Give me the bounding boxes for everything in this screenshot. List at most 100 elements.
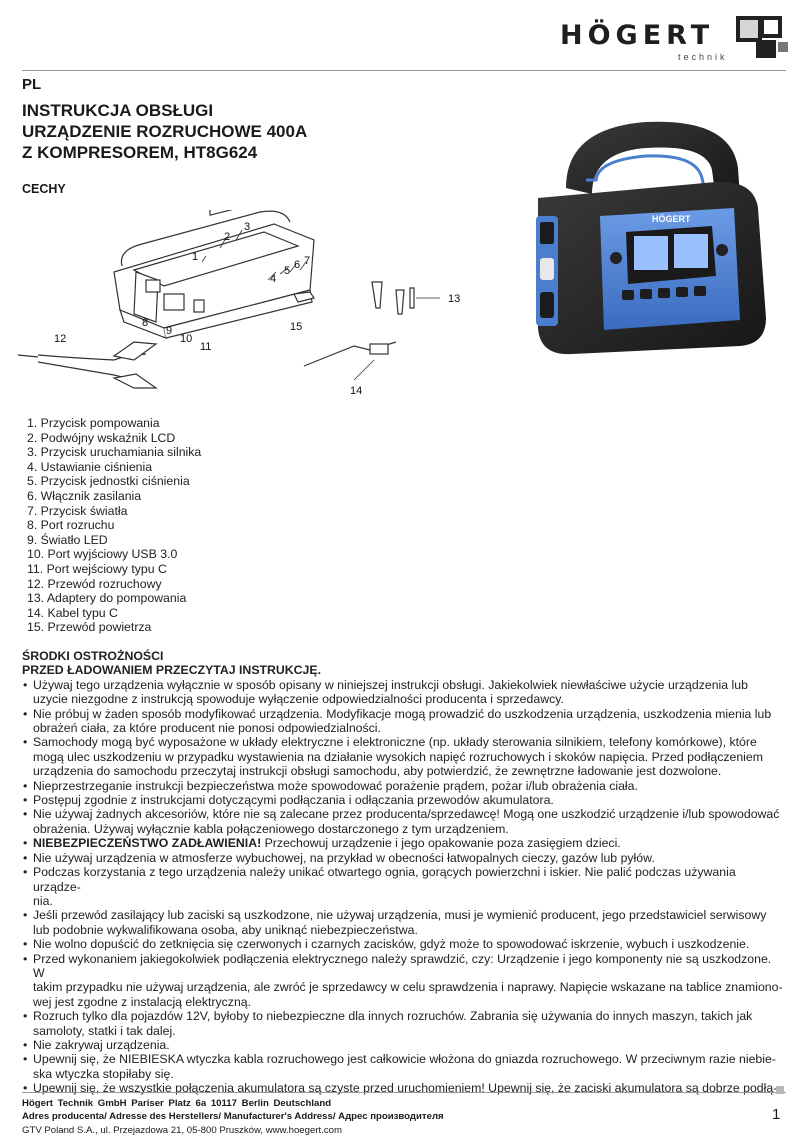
safety-bullet: Nie zakrywaj urządzenia.	[22, 1037, 786, 1053]
parts-list-item: 3. Przycisk uruchamiania silnika	[27, 445, 202, 460]
safety-bullet: Podczas korzystania z tego urządzenia na…	[22, 865, 786, 908]
header-divider	[22, 70, 786, 71]
safety-bullet: Nie próbuj w żaden sposób modyfikować ur…	[22, 707, 786, 736]
callout-labels: 1 2 3 4 5 6 7 8 9 10 11 12 13 14 15	[54, 221, 460, 397]
safety-bullet-line: Nie używaj urządzenia w atmosferze wybuc…	[33, 850, 655, 865]
parts-list-item: 11. Port wejściowy typu C	[27, 561, 167, 576]
brand-logo: HÖGERT technik	[560, 14, 790, 62]
parts-list-item: 7. Przycisk światła	[27, 503, 128, 518]
choking-warning-label: NIEBEZPIECZEŃSTWO ZADŁAWIENIA!	[33, 836, 262, 851]
safety-bullet-line: urządzenia do samochodu przeczytaj instr…	[33, 764, 722, 779]
logo-squares-icon	[736, 16, 788, 58]
safety-bullet-line: Upewnij się, że wszystkie połączenia aku…	[33, 1081, 778, 1096]
safety-bullet: Samochody mogą być wyposażone w układy e…	[22, 735, 786, 778]
callout-2: 2	[224, 231, 230, 243]
parts-list-item: 13. Adaptery do pompowania	[27, 591, 187, 606]
safety-bullet-line: Nieprzestrzeganie instrukcji bezpieczeńs…	[33, 778, 638, 793]
parts-list-item: 2. Podwójny wskaźnik LCD	[27, 430, 176, 445]
callout-14: 14	[350, 385, 362, 397]
safety-bullet-line: Nie zakrywaj urządzenia.	[33, 1037, 170, 1052]
safety-bullet-line: takim przypadku nie używaj urządzenia, a…	[33, 980, 783, 995]
safety-bullet-line: obrażenia. Używaj wyłącznie kabla połącz…	[33, 821, 509, 836]
callout-1: 1	[192, 251, 198, 263]
safety-bullet-line: samoloty, statki i tak dalej.	[33, 1023, 176, 1038]
safety-bullet-line: Nie używaj żadnych akcesoriów, które nie…	[33, 807, 780, 822]
safety-bullet-line: Upewnij się, że NIEBIESKA wtyczka kabla …	[33, 1052, 776, 1067]
safety-bullet: Nie wolno dopuścić do zetknięcia się cze…	[22, 937, 786, 952]
callout-4: 4	[270, 273, 276, 285]
safety-bullet-line: obrażeń ciała, za które producent nie po…	[33, 721, 381, 736]
safety-bullet: Upewnij się, że wszystkie połączenia aku…	[22, 1081, 786, 1096]
safety-bullet: Jeśli przewód zasilający lub zaciski są …	[22, 908, 786, 937]
parts-list-item: 9. Światło LED	[27, 532, 108, 547]
callout-12: 12	[54, 333, 66, 345]
safety-bullet-line: lub podobnie wykwalifikowana osoba, aby …	[33, 922, 418, 937]
title-line: Z KOMPRESOREM, HT8G624	[22, 143, 258, 162]
safety-bullet: Upewnij się, że NIEBIESKA wtyczka kabla …	[22, 1052, 786, 1081]
page-corner-mark	[776, 1086, 784, 1094]
product-diagram: 1 2 3 4 5 6 7 8 9 10 11 12 13 14 15	[17, 210, 460, 397]
safety-bullet-line: Nie próbuj w żaden sposób modyfikować ur…	[33, 706, 772, 721]
safety-bullet-line: mogą ulec uszkodzeniu w przypadku wystaw…	[33, 749, 763, 764]
document-title: INSTRUKCJA OBSŁUGI URZĄDZENIE ROZRUCHOWE…	[22, 100, 307, 163]
producer-label: Adres producenta/ Adresse des Hersteller…	[22, 1111, 444, 1123]
parts-list-item: 15. Przewód powietrza	[27, 620, 152, 635]
safety-bullet: Nie używaj żadnych akcesoriów, które nie…	[22, 807, 786, 836]
safety-bullet-line: wej jest zgodne z instalacją elektryczną…	[33, 994, 252, 1009]
safety-bullet: Używaj tego urządzenia wyłącznie w sposó…	[22, 678, 786, 707]
safety-bullet: Nieprzestrzeganie instrukcji bezpieczeńs…	[22, 778, 786, 794]
callout-10: 10	[180, 333, 192, 345]
safety-bullet-line: Podczas korzystania z tego urządzenia na…	[33, 865, 736, 894]
parts-list-item: 4. Ustawianie ciśnienia	[27, 459, 153, 474]
safety-bullet-line: nia.	[33, 893, 53, 908]
safety-bullet: Przed wykonaniem jakiegokolwiek podłącze…	[22, 952, 786, 1010]
safety-bullet-line: Przechowuj urządzenie i jego opakowanie …	[264, 836, 621, 851]
safety-bullet-line: Nie wolno dopuścić do zetknięcia się cze…	[33, 937, 750, 952]
parts-list-item: 1. Przycisk pompowania	[27, 416, 160, 430]
callout-15: 15	[290, 321, 302, 333]
callout-6: 6	[294, 259, 300, 271]
callout-7: 7	[304, 255, 310, 267]
title-line: URZĄDZENIE ROZRUCHOWE 400A	[22, 122, 308, 141]
callout-11: 11	[200, 341, 211, 353]
parts-list-item: 14. Kabel typu C	[27, 605, 118, 620]
distributor-line: GTV Poland S.A., ul. Przejazdowa 21, 05-…	[22, 1124, 342, 1136]
parts-list-item: 10. Port wyjściowy USB 3.0	[27, 547, 178, 562]
safety-bullet: Nie używaj urządzenia w atmosferze wybuc…	[22, 850, 786, 866]
safety-section: ŚRODKI OSTROŻNOŚCI PRZED ŁADOWANIEM PRZE…	[22, 649, 786, 1096]
safety-subheading: PRZED ŁADOWANIEM PRZECZYTAJ INSTRUKCJĘ.	[22, 663, 322, 678]
safety-heading: ŚRODKI OSTROŻNOŚCI	[22, 649, 164, 663]
product-photo: HÖGERT	[536, 121, 766, 355]
footer: Högert Technik GmbH Pariser Platz 6a 101…	[22, 1097, 444, 1137]
brand-tagline: technik	[678, 52, 728, 62]
callout-5: 5	[284, 265, 290, 277]
safety-bullet-line: Rozruch tylko dla pojazdów 12V, byłoby t…	[33, 1009, 753, 1024]
safety-bullet-line: Postępuj zgodnie z instrukcjami dotycząc…	[33, 793, 554, 808]
safety-bullet-line: Jeśli przewód zasilający lub zaciski są …	[33, 908, 767, 923]
safety-bullet-line: Samochody mogą być wyposażone w układy e…	[33, 735, 757, 750]
device-logo: HÖGERT	[652, 214, 691, 224]
safety-bullet-line: ska wtyczka stopiłaby się.	[33, 1066, 174, 1081]
parts-list-item: 6. Włącznik zasilania	[27, 488, 142, 503]
company-line: Högert Technik GmbH Pariser Platz 6a 101…	[22, 1098, 332, 1109]
safety-bullet: NIEBEZPIECZEŃSTWO ZADŁAWIENIA! Przechowu…	[22, 836, 786, 851]
title-line: INSTRUKCJA OBSŁUGI	[22, 101, 214, 120]
callout-3: 3	[244, 221, 250, 233]
footer-divider	[22, 1092, 786, 1093]
callout-13: 13	[448, 293, 460, 305]
safety-bullet: Rozruch tylko dla pojazdów 12V, byłoby t…	[22, 1009, 786, 1038]
page-number: 1	[772, 1106, 781, 1123]
safety-bullet: Postępuj zgodnie z instrukcjami dotycząc…	[22, 793, 786, 808]
language-code: PL	[22, 76, 42, 93]
parts-list-item: 8. Port rozruchu	[27, 518, 115, 533]
features-heading: CECHY	[22, 182, 66, 196]
safety-bullet-line: Przed wykonaniem jakiegokolwiek podłącze…	[33, 951, 772, 980]
parts-list-item: 12. Przewód rozruchowy	[27, 576, 162, 591]
safety-bullet-line: uzycie niezgodne z instrukcją spowoduje …	[33, 692, 564, 707]
callout-8: 8	[142, 317, 148, 329]
parts-list-item: 5. Przycisk jednostki ciśnienia	[27, 474, 190, 489]
safety-bullet-line: Używaj tego urządzenia wyłącznie w sposó…	[33, 677, 748, 692]
brand-name: HÖGERT	[560, 20, 715, 51]
safety-bullets: Używaj tego urządzenia wyłącznie w sposó…	[22, 678, 786, 1096]
